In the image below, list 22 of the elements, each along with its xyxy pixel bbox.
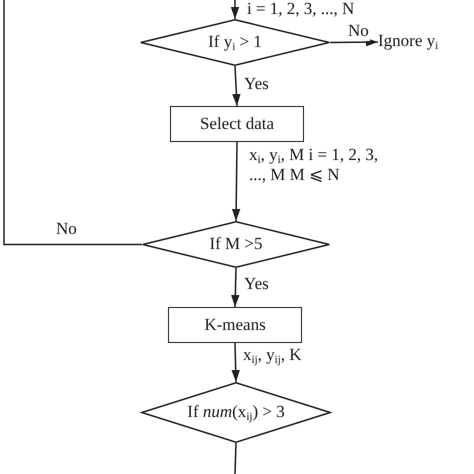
node-text: If M >5 [209,235,263,254]
process-box [168,307,302,343]
edge-label: No [347,22,370,41]
arrow [232,142,240,222]
arrow [232,342,240,382]
node-text: Select data [200,114,274,134]
arrow [330,38,378,46]
node-text: Ignore y$_{i}$ [378,32,438,52]
decision-diamond [140,19,330,66]
decision-diamond [141,382,331,443]
node-text: K-means [204,316,266,334]
arrow [232,66,241,106]
edge-label: i = 1, 2, 3, ..., N [246,0,356,19]
decision-diamond [142,221,330,268]
arrow [231,268,240,308]
connector-line [234,442,237,474]
node-text: If num(x$_{ij}$) > 3 [187,402,285,422]
process-box [170,106,304,142]
edge-label: x$_{ij}$, y$_{ij}$, K [242,346,303,366]
node-text: If y$_{i}$ > 1 [208,32,262,52]
connector-line [3,0,142,246]
arrow [230,0,240,19]
